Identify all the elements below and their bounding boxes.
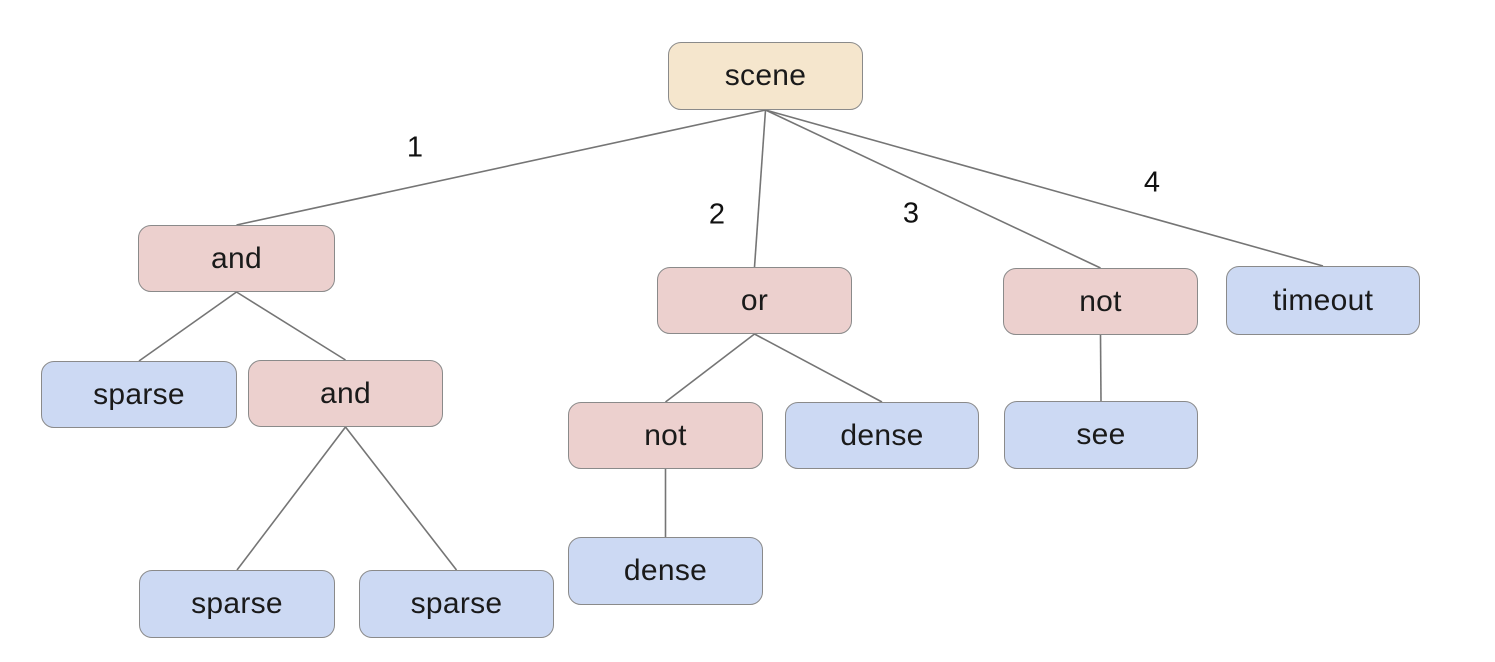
node-scene: scene	[668, 42, 863, 110]
node-sparse-2: sparse	[139, 570, 335, 638]
node-dense-1: dense	[785, 402, 979, 469]
edge-and-1-to-sparse-1	[138, 291, 237, 362]
edge-and-2-to-sparse-2	[236, 426, 347, 571]
edge-label-2: 2	[708, 198, 726, 231]
node-not-2: not	[568, 402, 763, 469]
edge-or-1-to-not-2	[665, 333, 755, 403]
edge-scene-to-or-1	[753, 109, 767, 268]
edge-scene-to-timeout-1	[765, 109, 1324, 267]
node-and-1: and	[138, 225, 335, 292]
edge-and-1-to-and-2	[236, 291, 346, 361]
edge-or-1-to-dense-1	[754, 333, 883, 403]
node-dense-2: dense	[568, 537, 763, 605]
node-sparse-1: sparse	[41, 361, 237, 428]
node-and-2: and	[248, 360, 443, 427]
edge-scene-to-and-1	[236, 109, 766, 226]
node-timeout-1: timeout	[1226, 266, 1420, 335]
node-or-1: or	[657, 267, 852, 334]
edge-and-2-to-sparse-3	[344, 426, 458, 571]
node-see-1: see	[1004, 401, 1198, 469]
edge-scene-to-not-1	[765, 109, 1101, 269]
node-sparse-3: sparse	[359, 570, 554, 638]
edge-label-3: 3	[902, 197, 920, 230]
edge-not-1-to-see-1	[1099, 334, 1102, 402]
node-not-1: not	[1003, 268, 1198, 335]
edge-label-4: 4	[1143, 166, 1161, 199]
edge-label-1: 1	[406, 131, 424, 164]
